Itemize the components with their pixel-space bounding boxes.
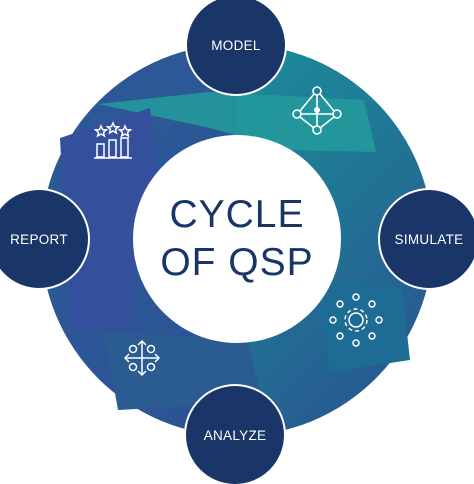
panel-report xyxy=(60,108,160,330)
node-simulate: SIMULATE xyxy=(380,190,474,288)
panel-model xyxy=(98,92,376,152)
node-analyze: ANALYZE xyxy=(186,386,284,484)
network-nodes-icon xyxy=(292,86,342,135)
node-report: REPORT xyxy=(0,190,88,288)
bar-chart-stars-icon xyxy=(93,121,133,159)
center-title: CYCLE OF QSP xyxy=(126,138,348,340)
center-circle xyxy=(133,135,341,343)
node-model: MODEL xyxy=(187,0,285,94)
center-title-line-1: CYCLE xyxy=(169,193,305,236)
crosshair-arrows-icon xyxy=(123,339,161,377)
gear-cluster-icon xyxy=(329,293,383,347)
panel-simulate xyxy=(318,280,410,372)
center-title-line-2: OF QSP xyxy=(160,241,314,284)
